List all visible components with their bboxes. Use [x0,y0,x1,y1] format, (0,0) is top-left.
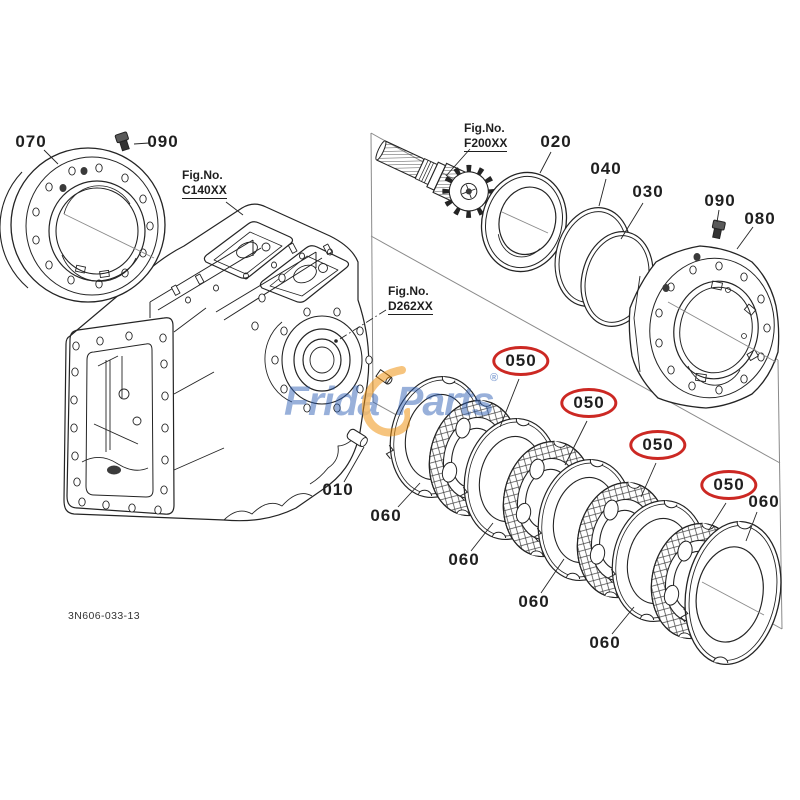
brake-disc-stack [378,367,782,666]
end-plate-060 [680,520,782,666]
callout-080[interactable]: 080 [744,209,776,228]
housing-080 [628,245,780,409]
fig-ref-f200xx: Fig.No. F200XX [464,121,508,152]
bolt-090-left [114,131,130,152]
callout-060-3[interactable]: 060 [518,592,550,611]
callout-030[interactable]: 030 [632,182,664,201]
callout-050-2[interactable]: 050 [560,388,618,418]
drawing-number: 3N606-033-13 [68,610,140,622]
callout-040[interactable]: 040 [590,159,622,178]
callout-090-right[interactable]: 090 [704,191,736,210]
leader-lines [43,142,758,635]
callout-010[interactable]: 010 [322,480,354,499]
callout-060-1[interactable]: 060 [370,506,402,525]
pin-010 [346,428,368,447]
callout-050-3[interactable]: 050 [629,430,687,460]
callout-020[interactable]: 020 [540,132,572,151]
callout-060-4[interactable]: 060 [589,633,621,652]
transmission-case [63,203,393,522]
callout-090-left[interactable]: 090 [147,132,179,151]
callout-050-1[interactable]: 050 [492,346,550,376]
fig-ref-d262xx: Fig.No. D262XX [388,284,433,315]
fig-ref-c140xx: Fig.No. C140XX [182,168,227,199]
callout-050-4[interactable]: 050 [700,470,758,500]
bolt-090-right [711,219,726,240]
d262xx-target-dot [334,339,338,343]
housing-070 [0,147,166,303]
callout-060-2[interactable]: 060 [448,550,480,569]
callout-060-5[interactable]: 060 [748,492,780,511]
callout-070[interactable]: 070 [15,132,47,151]
